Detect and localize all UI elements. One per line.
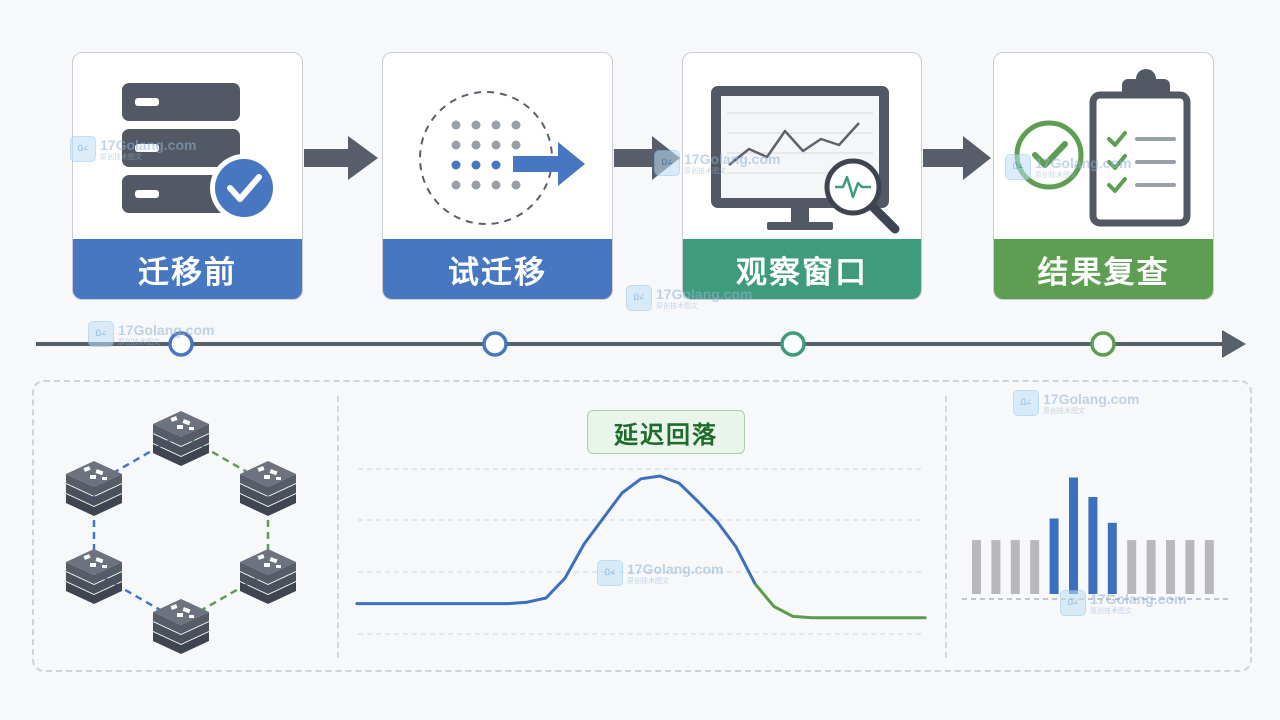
data-point [564, 577, 566, 579]
data-point [374, 602, 376, 605]
latency-badge: 延迟回落 [587, 410, 745, 454]
redis-node [240, 549, 296, 604]
redis-node [66, 549, 122, 604]
bar [1010, 540, 1020, 594]
data-point [773, 605, 775, 608]
latency-line-chart [355, 468, 927, 635]
data-point [754, 583, 756, 585]
bottom-panel [32, 380, 1252, 672]
latency-line-fall [753, 582, 926, 620]
redis-node [66, 461, 122, 516]
data-point [678, 482, 680, 484]
latency-bar-chart [962, 477, 1232, 600]
data-point [507, 602, 509, 605]
timeline-node-pre-migration [168, 331, 194, 357]
flow-arrow [304, 136, 378, 180]
watermark-logo-icon: Ω∠ [626, 285, 652, 311]
bar-highlight [1049, 518, 1059, 594]
redis-cluster-ring-icon [66, 411, 296, 654]
redis-node [153, 599, 209, 654]
panel-divider [945, 396, 947, 658]
data-point [450, 602, 452, 605]
data-point [412, 602, 414, 605]
timeline-node-result-review [1090, 331, 1116, 357]
stage-card-observation-window: 观察窗口 [682, 52, 922, 300]
data-point [792, 615, 794, 618]
stage-label: 试迁移 [383, 239, 612, 299]
bar [991, 540, 1001, 594]
data-point [849, 617, 851, 619]
monitor-chart-magnifier-icon [711, 86, 900, 234]
data-point [355, 602, 357, 605]
stage-label: 结果复查 [994, 239, 1213, 299]
data-point [906, 617, 908, 619]
timeline [36, 330, 1246, 358]
latency-line-rise [356, 474, 757, 606]
dot-grid-arrow-icon [419, 91, 585, 225]
flow-arrow [923, 136, 991, 180]
data-point [659, 475, 661, 477]
data-point [697, 500, 699, 503]
data-point [469, 602, 471, 605]
data-point [830, 617, 832, 619]
data-point [887, 617, 889, 619]
stage-card-trial-migration: 试迁移 [382, 52, 613, 300]
data-point [811, 617, 813, 619]
bar [1146, 540, 1156, 594]
bar [1166, 540, 1175, 594]
data-point [431, 602, 433, 605]
panel-divider [337, 396, 339, 658]
data-point [925, 617, 927, 619]
bar [1030, 540, 1040, 594]
bar [972, 540, 981, 594]
data-point [545, 597, 547, 599]
data-point [716, 520, 718, 523]
timeline-node-trial-migration [482, 331, 508, 357]
data-point [640, 478, 642, 480]
data-point [583, 543, 585, 545]
timeline-node-observation-window [780, 331, 806, 357]
data-point [868, 617, 870, 619]
watermark-subtitle: 原创技术图文 [656, 301, 698, 310]
data-point [488, 602, 490, 605]
data-point [621, 492, 623, 494]
stage-card-result-review: 结果复查 [993, 52, 1214, 300]
bar [1204, 540, 1214, 594]
data-point [526, 601, 528, 603]
data-point [602, 517, 604, 520]
bar-highlight [1088, 497, 1098, 594]
redis-node [153, 411, 209, 466]
bar [1185, 540, 1195, 594]
redis-node [240, 461, 296, 516]
data-point [735, 546, 737, 548]
server-stack-check-icon [122, 83, 278, 222]
bar [1127, 540, 1137, 594]
stage-label: 观察窗口 [683, 239, 921, 299]
stage-card-pre-migration: 迁移前 [72, 52, 303, 300]
data-point [393, 602, 395, 605]
bar-highlight [1069, 477, 1078, 594]
clipboard-checklist-icon [1014, 69, 1191, 227]
flow-arrow [614, 136, 680, 180]
stage-label: 迁移前 [73, 239, 302, 299]
bar-highlight [1107, 522, 1117, 594]
